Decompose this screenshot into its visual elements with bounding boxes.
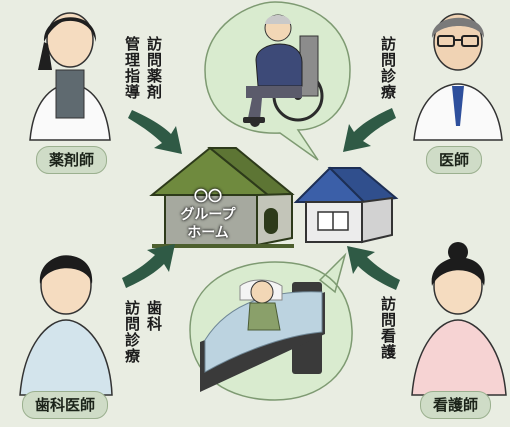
arrow-dentist <box>122 244 175 288</box>
pharmacist-badge: 薬剤師 <box>36 146 108 174</box>
group-home-line1: グループ <box>180 207 236 223</box>
patient-in-bed-figure <box>200 279 325 392</box>
dentist-badge: 歯科医師 <box>22 391 109 419</box>
group-home-label: 〇〇 グループ ホーム <box>168 188 248 242</box>
arrow-doctor <box>343 108 396 152</box>
nurse-service: 訪問看護 <box>379 296 397 360</box>
doctor-service: 訪問診療 <box>379 36 397 100</box>
dentist-service-col2: 訪問診療 <box>123 300 141 364</box>
pharmacist-service-col2: 管理指導 <box>123 36 141 100</box>
arrow-pharmacist <box>128 110 182 154</box>
elderly-wheelchair-figure <box>243 14 324 127</box>
doctor-figure <box>413 13 503 141</box>
nurse-figure <box>411 242 507 396</box>
pharmacist-figure <box>29 12 111 141</box>
group-home-mark: 〇〇 <box>194 189 222 205</box>
arrow-nurse <box>347 246 400 290</box>
dentist-service-col1: 歯科 <box>145 300 163 332</box>
small-house <box>293 166 399 244</box>
pharmacist-service-col1: 訪問薬剤 <box>145 36 163 100</box>
nurse-badge: 看護師 <box>420 391 492 419</box>
doctor-badge: 医師 <box>426 146 483 174</box>
dentist-figure <box>19 255 113 396</box>
group-home-house <box>149 146 295 248</box>
group-home-line2: ホーム <box>187 225 229 241</box>
